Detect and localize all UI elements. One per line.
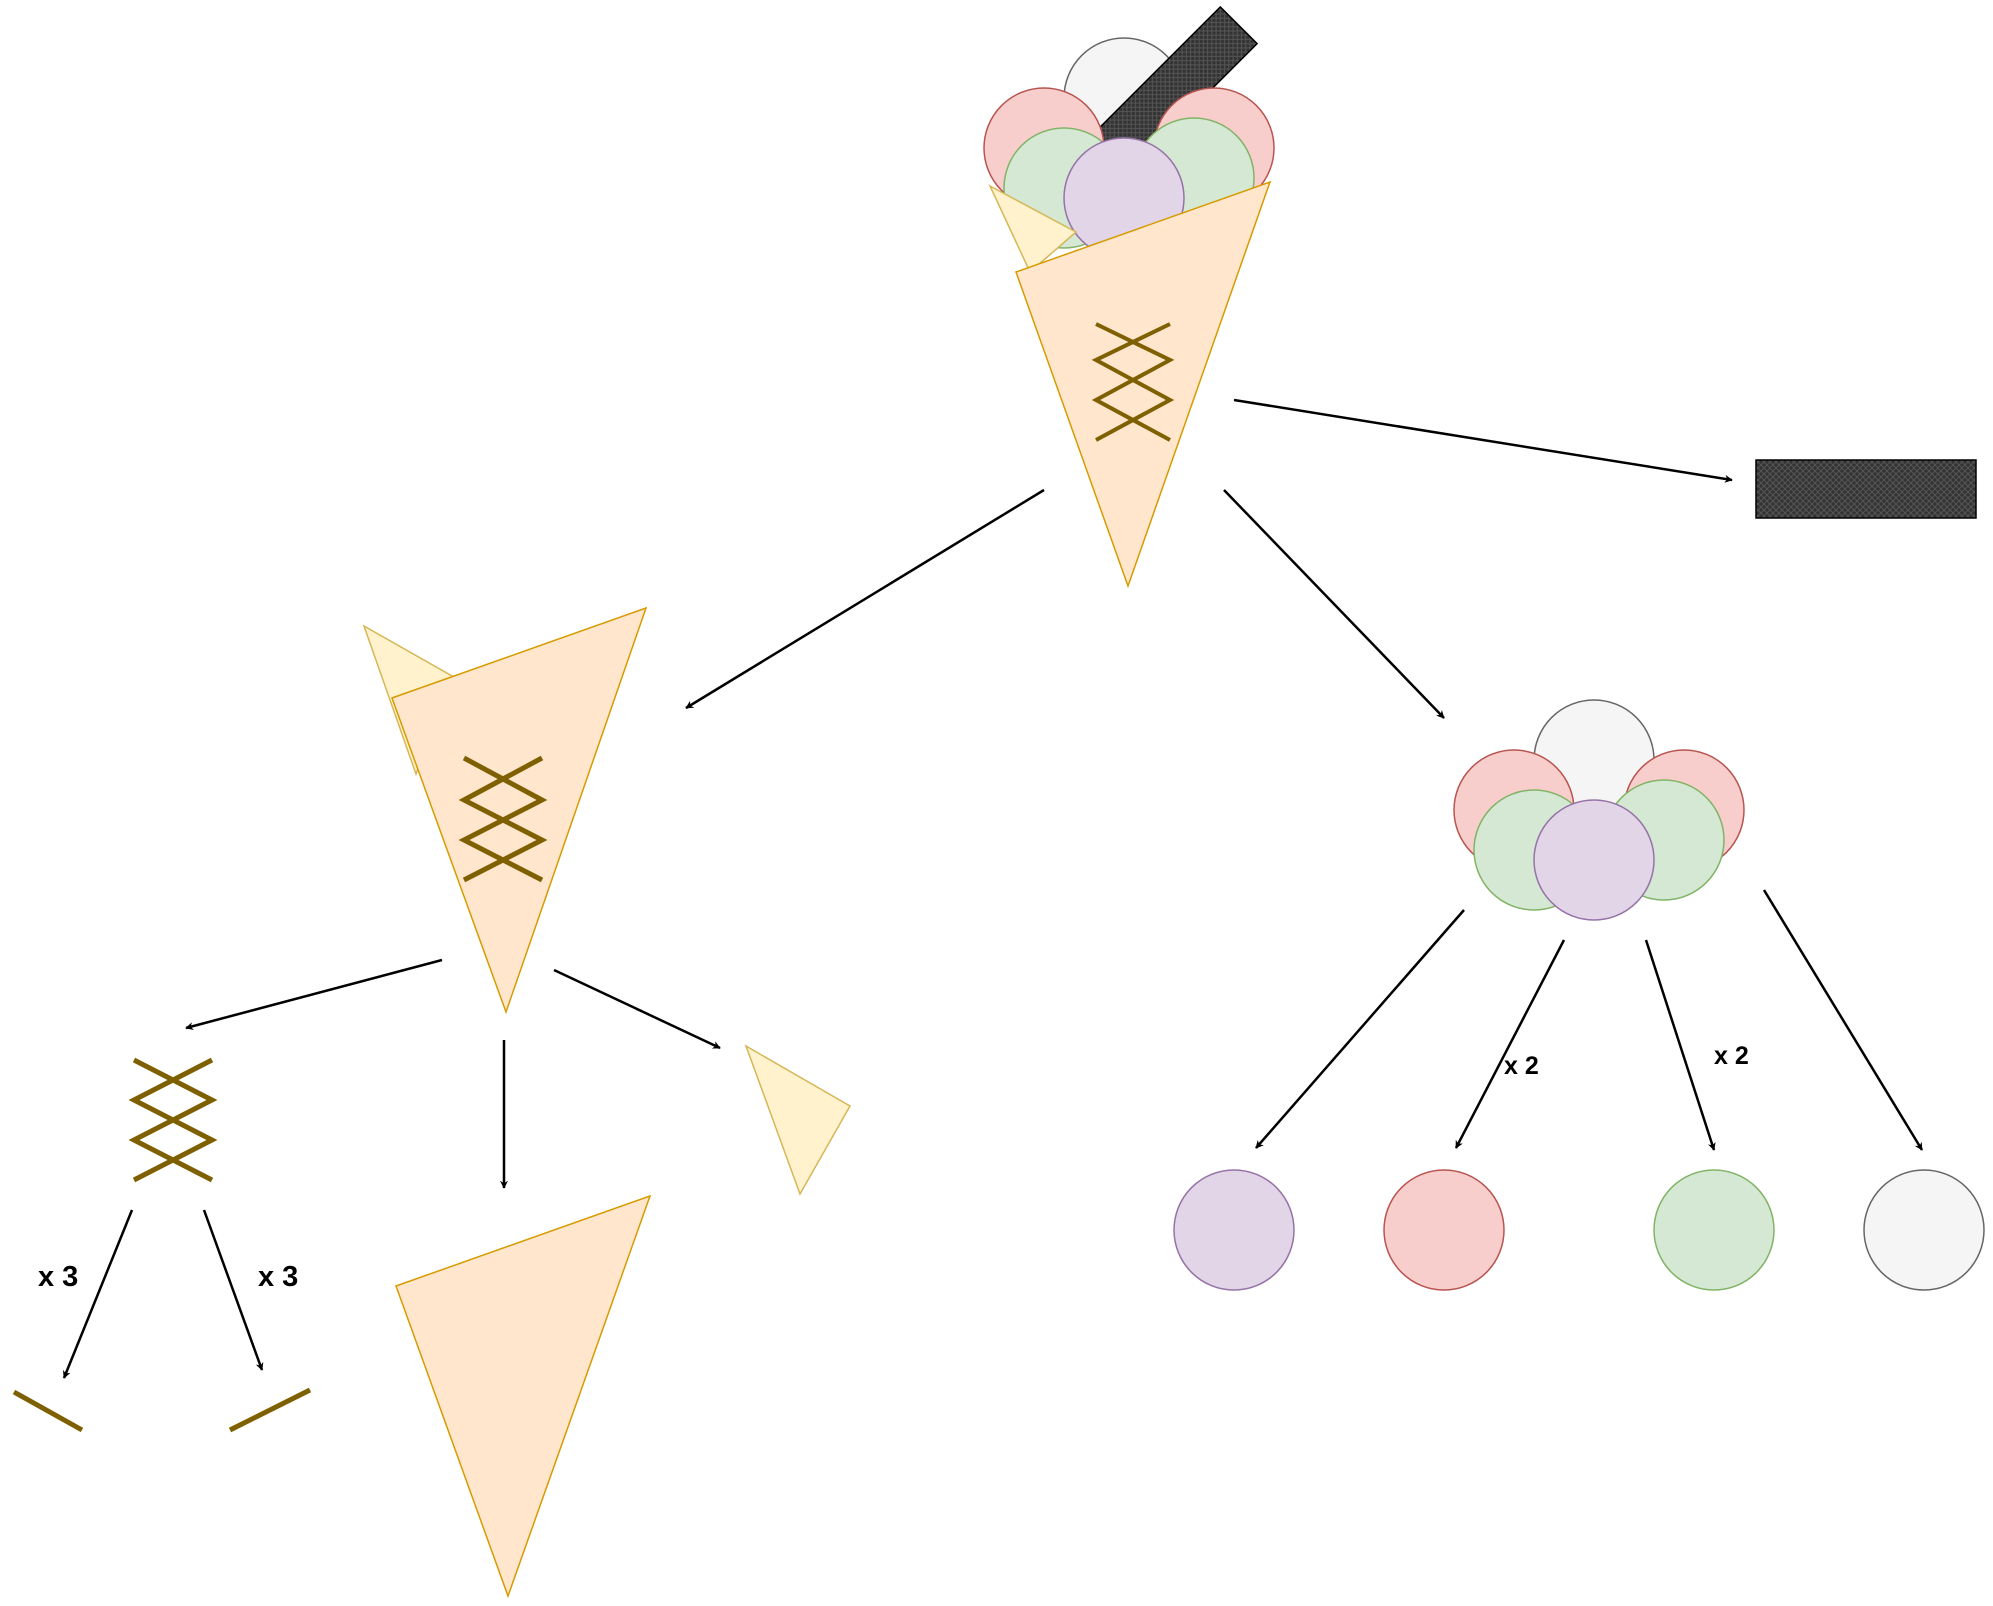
arrow-to-purple-scoop [1255,909,1465,1149]
wafer-stick [1755,459,1977,519]
full-ice-cream [983,5,1275,589]
scoop-purple-cluster [1533,799,1655,921]
cone-assembly [362,606,648,1015]
cone-lattice-top [1091,322,1175,442]
lattice-stick-right [228,1387,312,1433]
stick-left-count-label: x 3 [38,1261,78,1293]
scoop-green [1653,1169,1775,1291]
arrow-to-cone-flap [553,968,721,1050]
green-count-label: x 2 [1714,1042,1749,1070]
arrow-to-wafer [1233,398,1733,483]
arrow-to-cone [685,488,1045,710]
arrow-to-lattice [185,958,443,1031]
scoop-pink [1383,1169,1505,1291]
stick-right-count-label: x 3 [258,1261,298,1293]
arrow-to-scoops [1223,489,1445,719]
arrow-to-stick-right [202,1209,264,1371]
cone-flap [744,1044,852,1196]
arrow-to-white-scoop [1762,889,1924,1151]
lattice-piece [128,1057,218,1183]
lattice-stick-left [12,1389,84,1433]
cone-back-flap-top [988,184,1078,274]
scoop-white [1863,1169,1985,1291]
arrow-to-stick-left [62,1209,134,1379]
arrow-to-green-scoop [1644,939,1716,1151]
pink-count-label: x 2 [1504,1052,1539,1080]
scoop-purple [1173,1169,1295,1291]
scoops-cluster [1453,699,1745,921]
plain-cone [395,1194,652,1599]
cone-lattice-mid [458,755,548,883]
arrow-to-pink-scoop [1454,939,1566,1149]
